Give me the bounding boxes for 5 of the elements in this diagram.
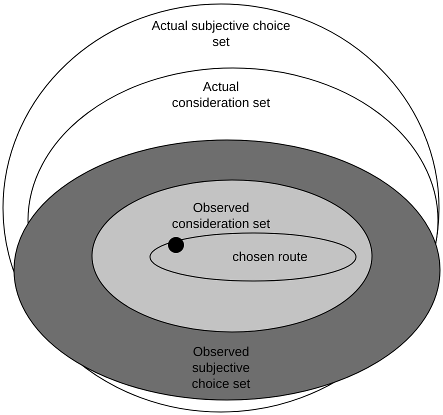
set-label: Actual consideration set — [170, 79, 272, 111]
set-label: Actual subjective choice set — [151, 18, 291, 50]
set-label: Observed subjective choice set — [190, 344, 252, 392]
set-label: chosen route — [231, 249, 309, 265]
set-label: Observed consideration set — [170, 200, 272, 232]
